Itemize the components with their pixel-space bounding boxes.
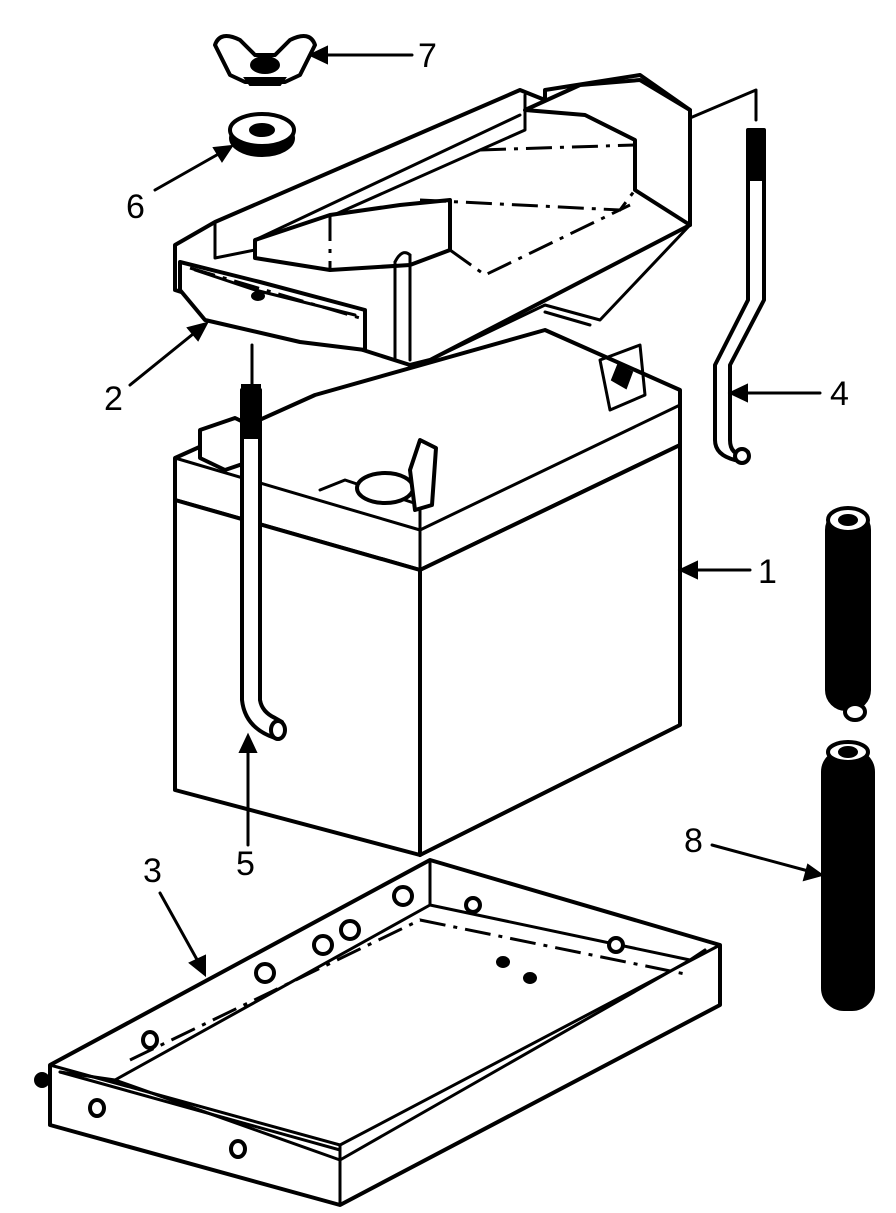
callout-4: 4 [830, 375, 849, 413]
callout-leaders [128, 45, 825, 978]
battery-tray [34, 858, 722, 1207]
callout-1: 1 [758, 553, 777, 591]
callout-7: 7 [418, 37, 437, 75]
hold-down-cover [173, 73, 692, 367]
callout-2: 2 [104, 380, 123, 418]
j-bolt-left [240, 343, 287, 741]
callout-8: 8 [684, 822, 703, 860]
terminal-boots [821, 506, 875, 1011]
j-bolt-right [688, 88, 766, 465]
washer [228, 112, 296, 157]
callout-labels: 1 2 3 4 5 6 7 8 [104, 37, 849, 890]
callout-5: 5 [236, 845, 255, 883]
callout-6: 6 [126, 188, 145, 226]
wing-nut [213, 34, 317, 86]
callout-3: 3 [143, 852, 162, 890]
